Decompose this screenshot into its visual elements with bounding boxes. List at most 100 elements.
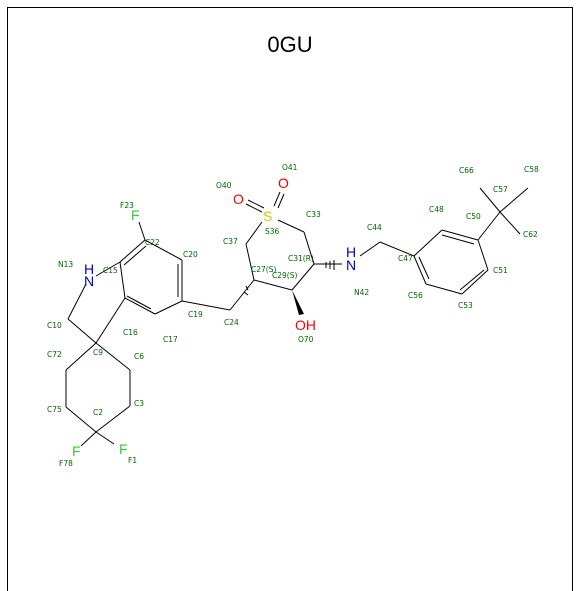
- bond-layer: [65, 187, 529, 447]
- hydroxyl-group: OH: [295, 317, 316, 333]
- atom-label: O70: [298, 335, 314, 344]
- bond: [229, 279, 255, 311]
- atom-label: C3: [134, 399, 144, 408]
- atom-label: C72: [47, 350, 62, 359]
- fluorine-atom: F: [72, 443, 81, 459]
- bond: [138, 221, 146, 241]
- bond: [413, 255, 427, 285]
- bond: [119, 239, 146, 263]
- atom-label: C17: [163, 335, 178, 344]
- atom-label: C9: [93, 348, 103, 357]
- bond: [245, 203, 263, 213]
- atom-label: C20: [183, 250, 198, 259]
- bond: [441, 234, 475, 245]
- bond: [418, 256, 430, 280]
- bond: [292, 290, 304, 315]
- bond: [459, 269, 485, 291]
- bond: [499, 187, 529, 213]
- bond: [95, 342, 131, 371]
- bond: [441, 229, 479, 241]
- atom-label: C56: [408, 291, 423, 300]
- bond: [477, 239, 489, 271]
- stereo-dashes: [243, 260, 335, 296]
- atom-label: C48: [429, 205, 444, 214]
- atom-label: C37: [223, 237, 238, 246]
- atom-label: F78: [59, 459, 73, 468]
- fluorine-atom: F: [131, 207, 140, 223]
- bond: [413, 229, 443, 257]
- hydrogen-atom: H: [84, 261, 94, 277]
- atom-label: C31(R): [288, 254, 314, 263]
- bond: [67, 283, 87, 320]
- atom-label: C51: [493, 266, 508, 275]
- bond: [119, 261, 126, 299]
- bond: [80, 431, 97, 447]
- atom-label-layer: F23 C22 C20 N13 C15 C10 C9 C16 C17 C19 C…: [47, 163, 539, 468]
- atom-label: C62: [523, 230, 538, 239]
- structure-diagram: F N H S O O N H OH F F F23 C22 C20 N13 C…: [47, 163, 539, 468]
- bond: [65, 406, 97, 433]
- bond: [479, 187, 501, 213]
- atom-label: O40: [216, 181, 232, 190]
- molecule-panel: 0GU: [7, 7, 573, 591]
- atom-label: C47: [398, 254, 413, 263]
- atom-label: C19: [188, 310, 203, 319]
- atom-label: C16: [123, 328, 138, 337]
- atom-label: C15: [103, 266, 118, 275]
- bond: [245, 243, 255, 281]
- hydrogen-atom: H: [346, 244, 356, 260]
- atom-label: C50: [466, 212, 481, 221]
- bond: [245, 221, 263, 245]
- bond: [303, 231, 315, 265]
- bond: [291, 263, 315, 291]
- atom-label: C53: [458, 301, 473, 310]
- bond: [95, 261, 121, 277]
- bond: [379, 241, 415, 257]
- atom-label: C22: [145, 238, 160, 247]
- bond: [95, 431, 115, 445]
- bond: [124, 297, 156, 315]
- bond: [181, 300, 231, 311]
- nitrogen-atom: N: [346, 257, 356, 273]
- bond: [277, 193, 285, 209]
- bond: [477, 211, 501, 241]
- bond: [277, 219, 305, 233]
- bond: [253, 279, 293, 291]
- bond: [126, 295, 152, 310]
- atom-label: C2: [93, 408, 103, 417]
- atom-label: C66: [459, 166, 474, 175]
- bond: [499, 211, 521, 235]
- atom-label: S36: [265, 227, 280, 236]
- atom-label: C57: [493, 185, 508, 194]
- nitrogen-atom: N: [84, 273, 94, 289]
- bond: [154, 300, 183, 315]
- molecule-title: 0GU: [267, 32, 313, 57]
- atom-label: C58: [524, 165, 539, 174]
- bond: [123, 245, 147, 266]
- bond: [95, 297, 126, 344]
- oxygen-atom: O: [233, 191, 244, 207]
- bond: [359, 241, 381, 257]
- bond: [425, 283, 463, 295]
- bond: [461, 269, 489, 295]
- atom-label: C24: [224, 318, 239, 327]
- atom-label: N42: [354, 288, 369, 297]
- atom-label: C27(S): [251, 265, 276, 274]
- bond: [247, 199, 265, 209]
- atom-label: C29(S): [272, 271, 297, 280]
- atom-label: O41: [282, 163, 298, 172]
- atom-label: F23: [120, 201, 134, 210]
- atom-label: C33: [306, 210, 321, 219]
- atom-label: F1: [128, 456, 137, 465]
- bond: [65, 342, 97, 371]
- bond: [273, 191, 281, 207]
- heteroatom-layer: F N H S O O N H OH F F: [72, 175, 356, 459]
- fluorine-atom: F: [119, 441, 128, 457]
- bond: [95, 405, 131, 433]
- bond: [67, 318, 97, 344]
- bond: [144, 239, 183, 261]
- atom-label: C75: [47, 405, 62, 414]
- atom-label: C44: [367, 223, 382, 232]
- atom-label: C10: [47, 321, 62, 330]
- sulfur-atom: S: [263, 208, 272, 224]
